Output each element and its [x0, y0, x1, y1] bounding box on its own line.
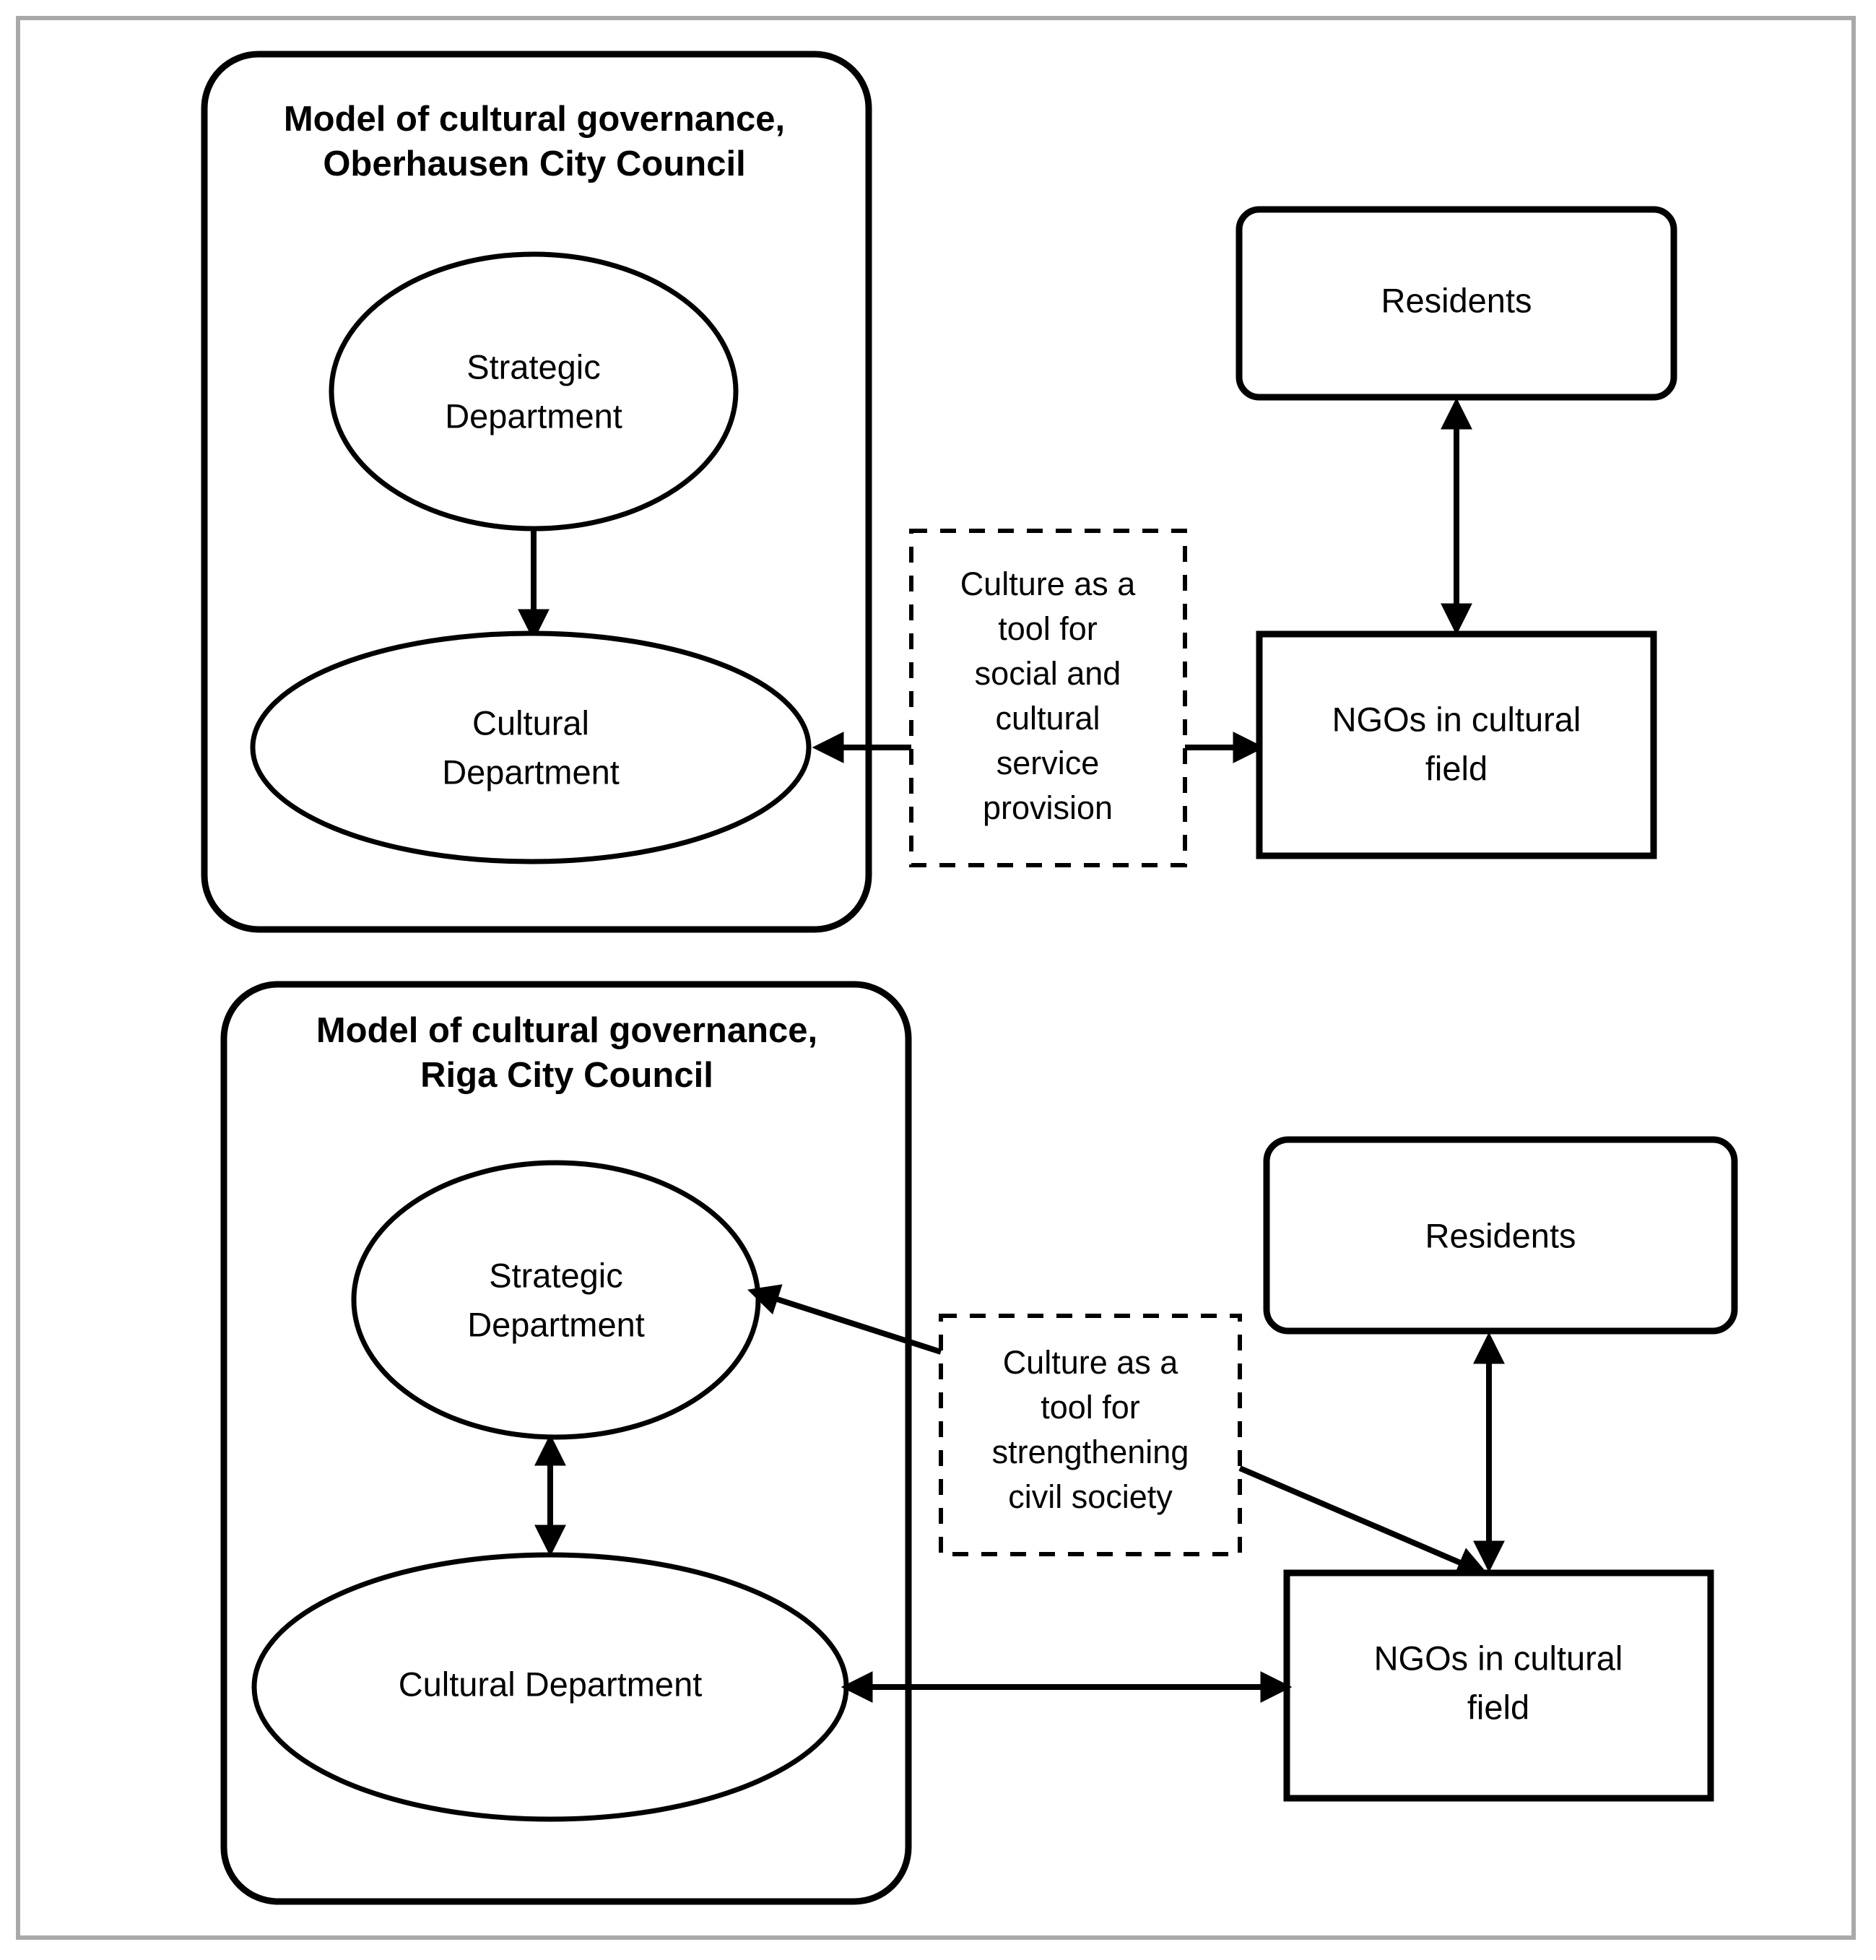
riga-title-line1: Model of cultural governance, [316, 1011, 817, 1050]
oberhausen-annotation-line6: provision [983, 789, 1113, 826]
riga-ngo-label-line1: NGOs in cultural [1374, 1639, 1623, 1677]
arrow-annotation-to-ngo-riga [1238, 1465, 1489, 1577]
oberhausen-strategic-department[interactable] [329, 251, 739, 532]
oberhausen-cultural-department[interactable] [250, 630, 812, 864]
riga-strategic-label-line1: Strategic [489, 1256, 622, 1294]
oberhausen-culture-tool-annotation [909, 529, 1187, 867]
riga-annotation-line4: civil society [1008, 1478, 1173, 1515]
oberhausen-ngo-label-line1: NGOs in cultural [1332, 700, 1581, 738]
riga-strategic-department[interactable] [351, 1160, 761, 1440]
oberhausen-annotation-line2: tool for [998, 610, 1098, 647]
oberhausen-residents-box[interactable] [1236, 206, 1677, 401]
riga-annotation-line1: Culture as a [1003, 1344, 1179, 1381]
oberhausen-ngo-label-line2: field [1425, 749, 1488, 787]
oberhausen-annotation-line1: Culture as a [960, 565, 1137, 602]
model-riga: Model of cultural governance, Riga City … [220, 981, 1738, 1905]
oberhausen-strategic-label-line1: Strategic [466, 347, 600, 386]
arrow-annotation-to-strategic-riga [747, 1284, 942, 1355]
oberhausen-strategic-label-line2: Department [445, 396, 622, 435]
riga-strategic-label-line2: Department [467, 1305, 645, 1343]
riga-culture-tool-annotation [939, 1314, 1242, 1556]
riga-annotation-line3: strengthening [992, 1434, 1189, 1470]
oberhausen-annotation-line5: service [996, 745, 1100, 781]
model-oberhausen: Model of cultural governance, Oberhausen… [201, 51, 1677, 933]
riga-ngo-label-line2: field [1467, 1688, 1529, 1726]
oberhausen-annotation-line3: social and [975, 655, 1121, 692]
oberhausen-cultural-label-line2: Department [442, 753, 620, 791]
riga-title-line2: Riga City Council [420, 1056, 713, 1095]
riga-annotation-line2: tool for [1041, 1389, 1140, 1426]
oberhausen-ngo-box[interactable] [1256, 630, 1657, 859]
riga-ngo-box[interactable] [1283, 1569, 1714, 1802]
oberhausen-annotation-line4: cultural [995, 700, 1100, 737]
oberhausen-title-line1: Model of cultural governance, [284, 100, 785, 139]
oberhausen-residents-label: Residents [1381, 281, 1532, 319]
oberhausen-title-line2: Oberhausen City Council [323, 144, 745, 183]
oberhausen-cultural-label-line1: Cultural [472, 703, 589, 742]
riga-residents-label: Residents [1425, 1216, 1576, 1254]
riga-residents-box[interactable] [1263, 1136, 1738, 1335]
riga-cultural-label: Cultural Department [399, 1665, 703, 1703]
